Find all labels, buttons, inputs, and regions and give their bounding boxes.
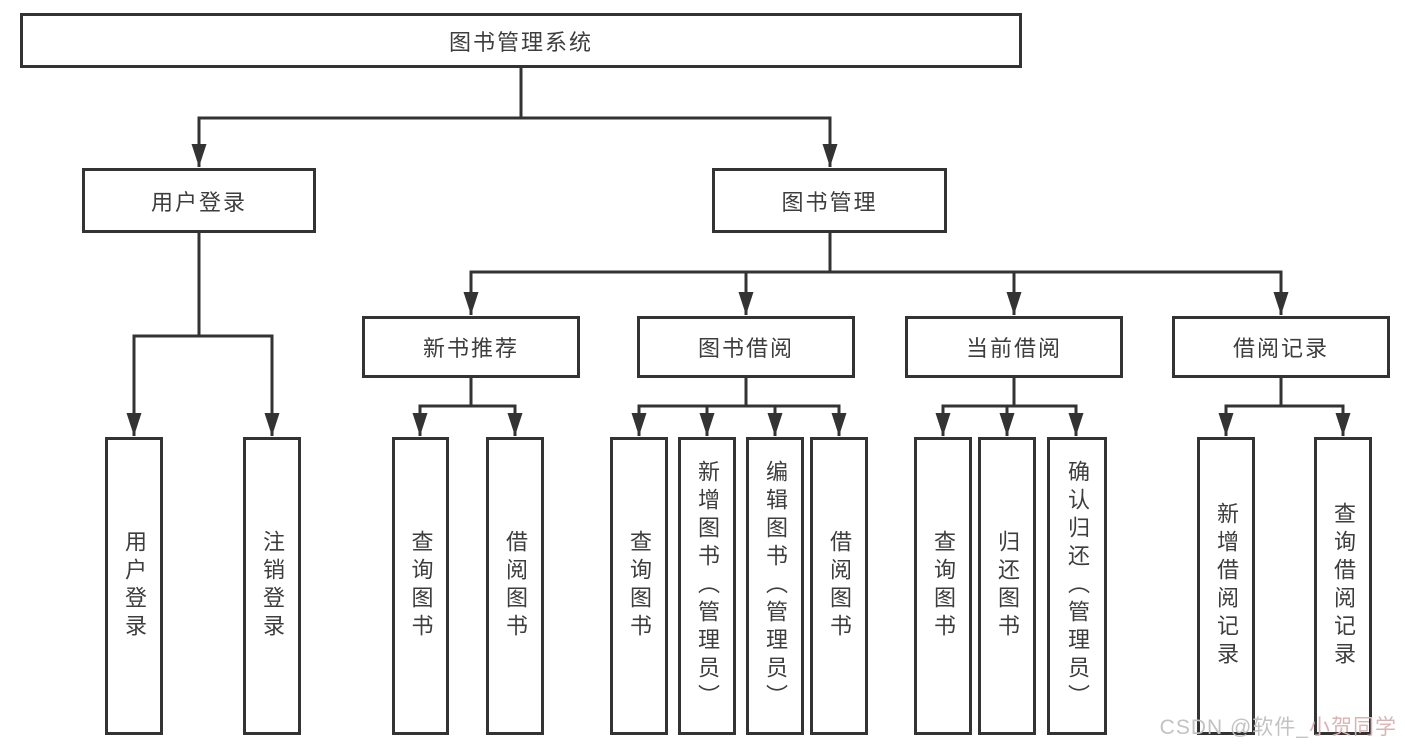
node-label: 当前借阅 [965, 336, 1062, 361]
leaf-confirm-return-admin: 确认归还（管理员） [1047, 437, 1107, 735]
node-label: 借阅图书 [827, 530, 852, 642]
node-label: 图书借阅 [697, 336, 794, 361]
node-label: 用户登录 [122, 530, 147, 642]
node-book-borrowing: 图书借阅 [637, 316, 855, 378]
leaf-add-books-admin: 新增图书（管理员） [678, 437, 736, 735]
leaf-add-borrow-record: 新增借阅记录 [1197, 437, 1255, 735]
node-label: 新书推荐 [422, 336, 519, 361]
leaf-borrow-books-recommend: 借阅图书 [486, 437, 544, 735]
node-library-management-system: 图书管理系统 [20, 13, 1022, 68]
leaf-logout: 注销登录 [243, 437, 301, 735]
csdn-watermark: CSDN @软件_小贺同学 [1160, 711, 1397, 741]
leaf-query-borrow-record: 查询借阅记录 [1314, 437, 1372, 735]
node-label: 查询图书 [627, 530, 652, 642]
node-current-borrowing: 当前借阅 [905, 316, 1123, 378]
leaf-user-login: 用户登录 [105, 437, 163, 735]
node-label: 确认归还（管理员） [1065, 460, 1090, 712]
node-borrowing-records: 借阅记录 [1172, 316, 1390, 378]
node-book-management: 图书管理 [712, 168, 947, 233]
leaf-return-books: 归还图书 [978, 437, 1036, 735]
node-label: 新增图书（管理员） [695, 460, 720, 712]
node-label: 借阅记录 [1232, 336, 1329, 361]
node-label: 归还图书 [995, 530, 1020, 642]
node-label: 编辑图书（管理员） [763, 460, 788, 712]
leaf-edit-books-admin: 编辑图书（管理员） [746, 437, 804, 735]
node-label: 查询图书 [931, 530, 956, 642]
node-label: 查询借阅记录 [1331, 502, 1356, 670]
watermark-prefix: CSDN @软件_ [1159, 716, 1309, 739]
leaf-query-books-recommend: 查询图书 [392, 437, 449, 735]
leaf-query-books-borrow: 查询图书 [610, 437, 668, 735]
watermark-author: 小贺同学 [1309, 716, 1397, 739]
node-label: 注销登录 [260, 530, 285, 642]
node-label: 用户登录 [150, 189, 247, 215]
node-label: 借阅图书 [503, 530, 528, 642]
node-user-login: 用户登录 [82, 168, 316, 233]
node-new-book-recommend: 新书推荐 [362, 316, 580, 378]
node-label: 图书管理系统 [448, 29, 593, 55]
node-label: 新增借阅记录 [1214, 502, 1239, 670]
node-label: 图书管理 [781, 189, 878, 215]
leaf-query-books-current: 查询图书 [914, 437, 972, 735]
leaf-borrow-books: 借阅图书 [810, 437, 868, 735]
node-label: 查询图书 [408, 530, 434, 642]
